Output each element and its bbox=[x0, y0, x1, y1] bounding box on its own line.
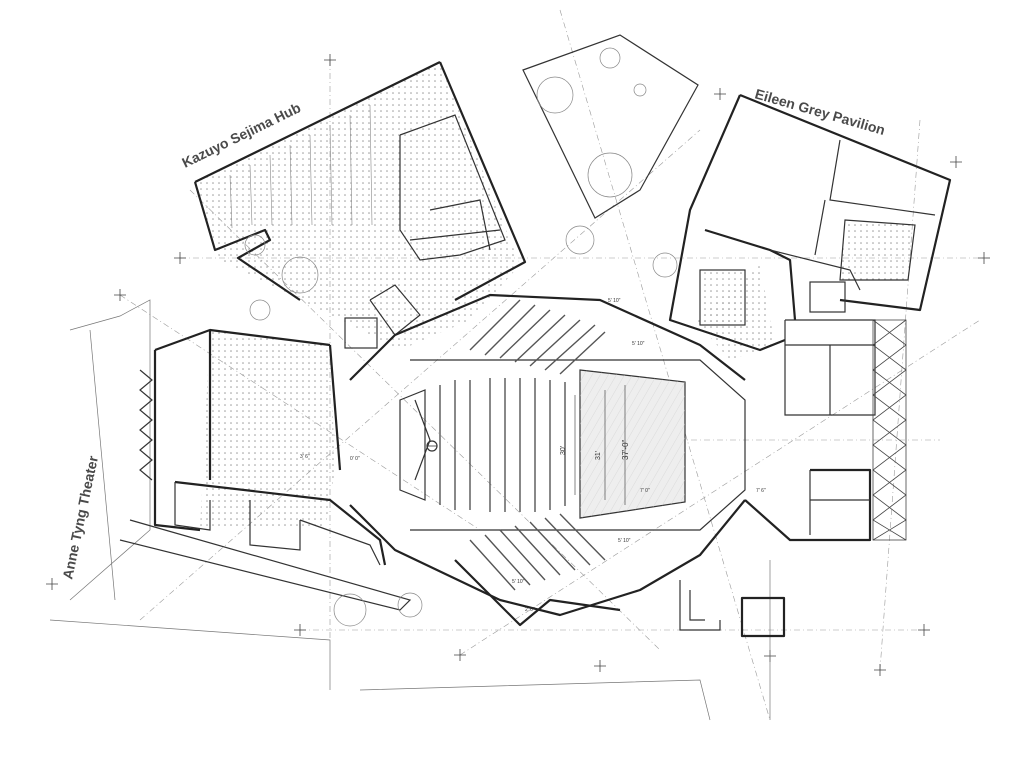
elevation-4: 5' 10" bbox=[512, 579, 525, 585]
elevation-7: 3' 6" bbox=[300, 454, 310, 460]
service-block bbox=[679, 468, 872, 638]
elevation-3: 5' 10" bbox=[618, 538, 631, 544]
elevation-5: 7' 0" bbox=[640, 488, 650, 494]
elevation-8: 2' 0" bbox=[525, 607, 535, 613]
truss-strip bbox=[872, 319, 907, 541]
elevation-2: 5' 10" bbox=[632, 341, 645, 347]
eileen-grey-pavilion bbox=[668, 93, 952, 416]
seating-rows bbox=[439, 299, 606, 591]
kazuyo-sejima-hub bbox=[193, 61, 527, 350]
site-outline bbox=[49, 299, 771, 721]
grid-markers bbox=[46, 54, 990, 676]
trees bbox=[244, 47, 678, 627]
courtyard bbox=[522, 34, 699, 219]
elevation-1: 5' 10" bbox=[608, 298, 621, 304]
dimension-31: 31' bbox=[595, 451, 602, 460]
anne-tyng-theater-label: Anne Tyng Theater bbox=[59, 454, 101, 581]
elevation-9: 0' 0" bbox=[350, 456, 360, 462]
auditorium bbox=[349, 293, 746, 627]
dimension-labels: 30' 31' 37'-0" 5' 10" 5' 10" 5' 10" 5' 1… bbox=[300, 298, 766, 613]
dimension-30: 30' bbox=[560, 446, 567, 455]
dimension-37: 37'-0" bbox=[621, 439, 630, 460]
anne-tyng-theater bbox=[119, 328, 412, 611]
elevation-6: 7' 6" bbox=[756, 488, 766, 494]
eileen-grey-pavilion-label: Eileen Grey Pavilion bbox=[753, 86, 887, 138]
